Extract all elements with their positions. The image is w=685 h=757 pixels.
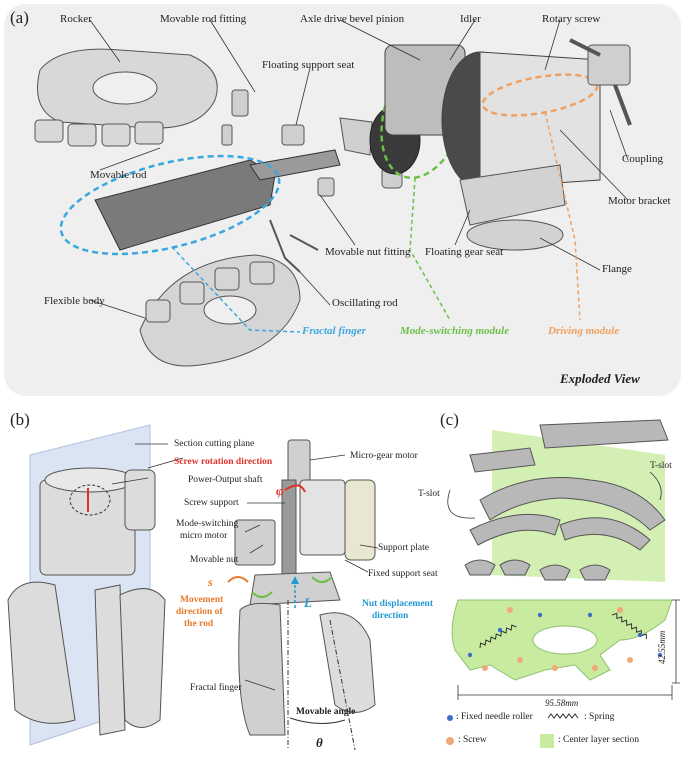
layered-plates	[464, 419, 669, 581]
gripper-body-isometric	[7, 467, 166, 736]
label-s: s	[208, 575, 213, 589]
movable-rod-fitting-part	[221, 89, 249, 146]
legend-needle-roller-swatch	[447, 715, 453, 721]
label-mode-switching-motor-2: micro motor	[180, 531, 228, 541]
center-layer-section	[451, 599, 673, 681]
label-dim-height: 42.55mm	[657, 630, 667, 664]
exploded-view-title: Exploded View	[560, 371, 640, 386]
label-t-slot-right: T-slot	[650, 461, 672, 471]
label-screw-support: Screw support	[184, 498, 239, 508]
panel-a-leaders	[89, 19, 629, 319]
movable-rod-part	[94, 149, 341, 251]
label-movable-nut: Movable nut	[190, 555, 239, 565]
label-fixed-support-seat: Fixed support seat	[368, 569, 438, 579]
label-movable-nut-fitting: Movable nut fitting	[325, 246, 411, 258]
gripper-section-view	[234, 439, 376, 736]
label-oscillating-rod: Oscillating rod	[332, 297, 398, 309]
label-nut-displacement-2: direction	[372, 611, 409, 621]
label-fractal-finger-module: Fractal finger	[302, 325, 366, 337]
panel-c-label: (c)	[440, 410, 459, 429]
flange-part	[459, 164, 566, 251]
oscillating-rod-part	[269, 219, 319, 273]
label-movable-rod: Movable rod	[90, 169, 147, 181]
label-idler: Idler	[460, 13, 481, 25]
label-dim-width: 95.58mm	[545, 698, 579, 708]
legend-center-layer-section: : Center layer section	[558, 735, 639, 745]
label-flange: Flange	[602, 263, 632, 275]
label-rotary-screw: Rotary screw	[542, 13, 601, 25]
flexible-body-part	[139, 254, 301, 367]
rocker-part	[34, 48, 218, 147]
label-flexible-body: Flexible body	[44, 295, 105, 307]
label-movement-direction-3: the rod	[184, 619, 214, 629]
fractal-finger-ellipse	[59, 154, 281, 256]
label-mode-switching-motor-1: Mode-switching	[176, 519, 239, 529]
label-theta: θ	[316, 735, 323, 750]
label-floating-support-seat: Floating support seat	[262, 59, 355, 71]
label-section-cutting-plane: Section cutting plane	[174, 439, 255, 449]
legend-spring: : Spring	[584, 712, 615, 722]
legend-spring-swatch	[547, 713, 579, 719]
label-support-plate: Support plate	[378, 543, 429, 553]
label-movement-direction-2: direction of	[176, 607, 223, 617]
label-movement-direction-1: Movement	[180, 595, 224, 605]
legend-screw: : Screw	[458, 735, 487, 745]
label-power-output-shaft: Power-Output shaft	[188, 475, 263, 485]
label-rocker: Rocker	[60, 13, 92, 25]
panel-a-label: (a)	[10, 8, 29, 27]
panel-b-label: (b)	[10, 410, 30, 429]
label-movable-rod-fitting: Movable rod fitting	[160, 13, 247, 25]
label-floating-gear-seat: Floating gear seat	[425, 246, 504, 258]
label-nut-displacement-1: Nut displacement	[362, 599, 433, 609]
label-coupling: Coupling	[622, 153, 663, 165]
label-mode-switching-module: Mode-switching module	[400, 325, 510, 337]
label-L: L	[304, 595, 312, 610]
dimension-lines	[457, 599, 680, 700]
label-movable-angle: Movable angle	[296, 707, 356, 717]
legend-fixed-needle-roller: : Fixed needle roller	[456, 712, 533, 722]
gear-housing-part	[384, 44, 601, 189]
coupling-part	[569, 38, 632, 126]
label-motor-bracket: Motor bracket	[608, 195, 671, 207]
label-micro-gear-motor: Micro-gear motor	[350, 451, 418, 461]
label-phi: φ	[276, 483, 284, 498]
panel-b-leaders	[111, 443, 379, 691]
label-screw-rotation-direction: Screw rotation direction	[174, 457, 273, 467]
center-layer-plane	[492, 430, 665, 582]
label-axle-drive-bevel-pinion: Axle drive bevel pinion	[300, 13, 405, 25]
legend-screw-swatch	[446, 737, 454, 745]
label-fractal-finger-b: Fractal finger	[190, 683, 242, 693]
label-driving-module: Driving module	[548, 325, 620, 337]
legend-center-layer-swatch	[540, 734, 554, 748]
label-t-slot-left: T-slot	[418, 489, 440, 499]
